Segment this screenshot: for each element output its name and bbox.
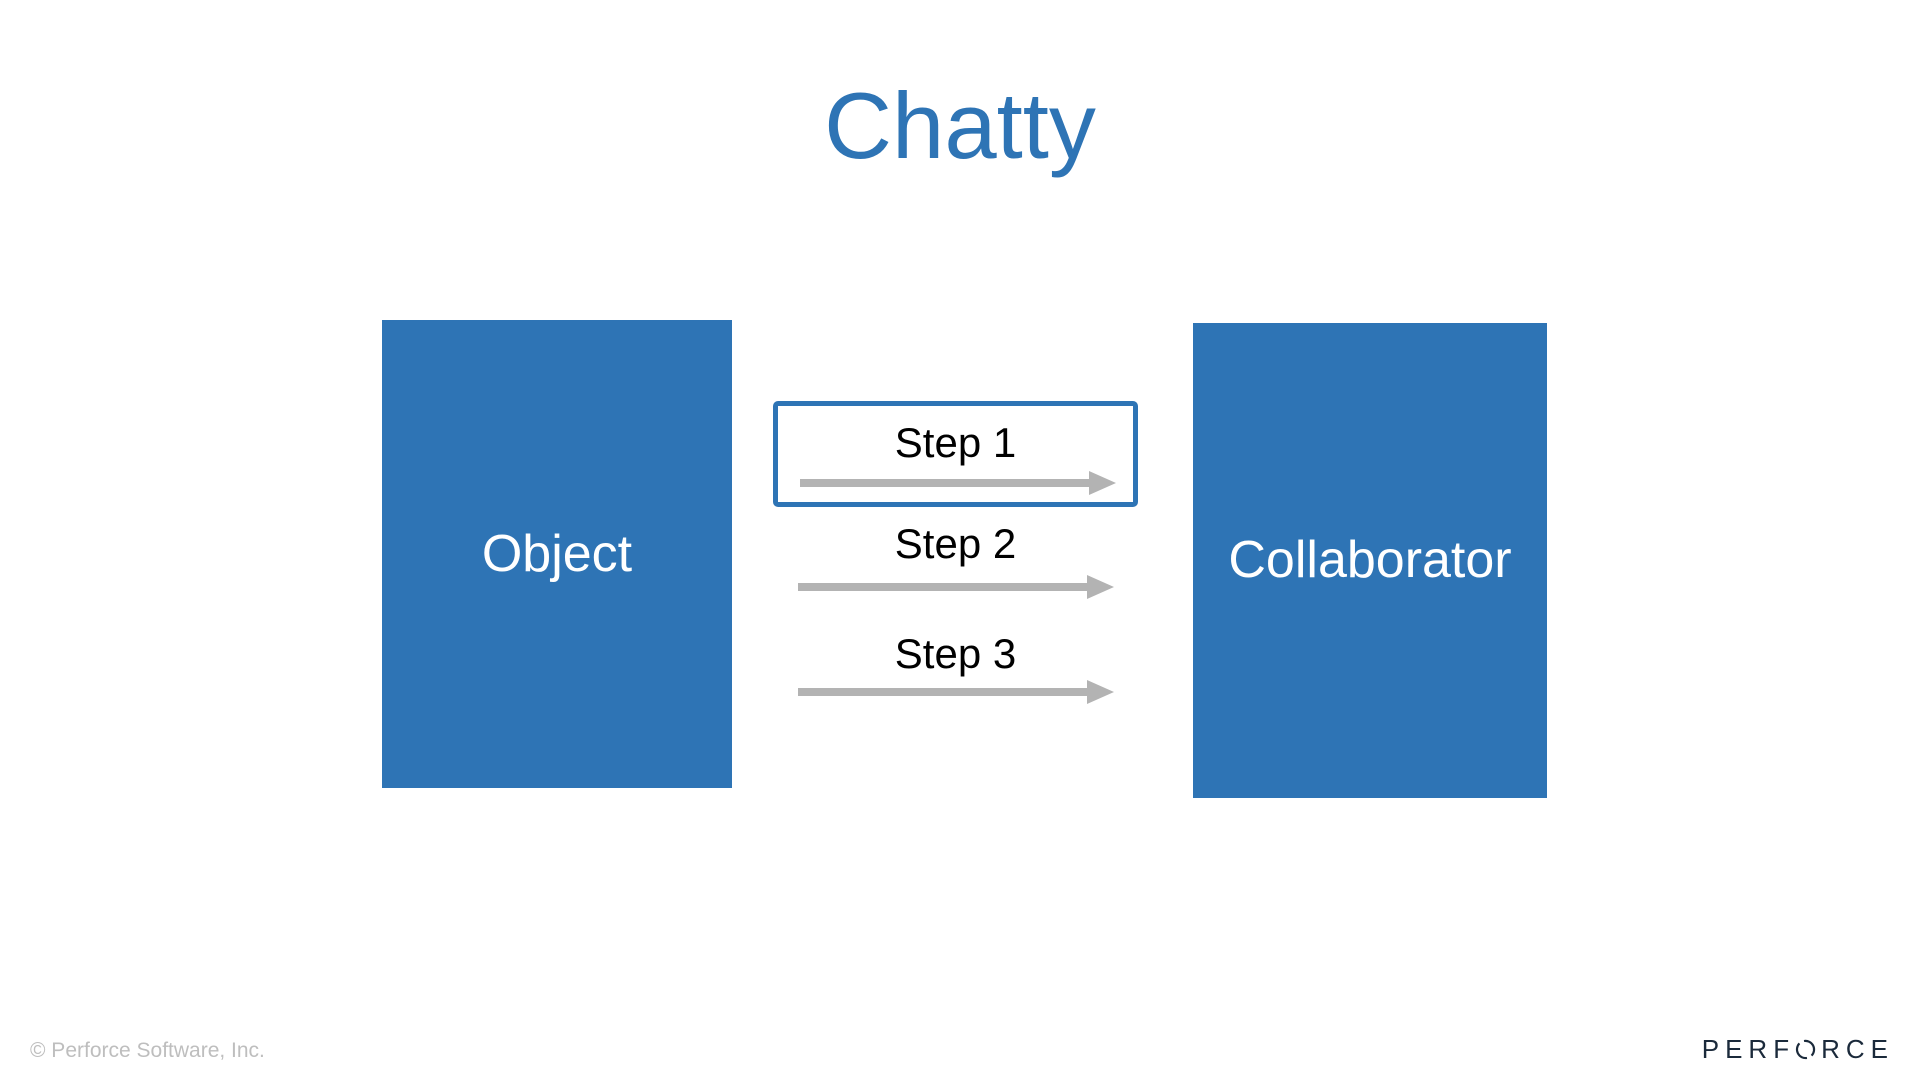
arrow-right-icon (798, 575, 1114, 599)
arrow-head (1089, 471, 1116, 495)
collaborator-box: Collaborator (1193, 323, 1547, 798)
brand-suffix: RCE (1821, 1034, 1894, 1064)
object-box: Object (382, 320, 732, 788)
arrow-head (1087, 680, 1114, 704)
perforce-logo: PERF RCE (1702, 1034, 1894, 1065)
perforce-o-icon (1796, 1039, 1816, 1060)
arrow-shaft (798, 688, 1087, 696)
step-2-label: Step 2 (894, 520, 1017, 567)
object-box-label: Object (481, 524, 633, 583)
arrow-shaft (800, 479, 1089, 487)
arrow-right-icon (800, 471, 1116, 495)
step-1-label: Step 1 (894, 419, 1017, 466)
step-1-box: Step 1 (773, 401, 1138, 507)
brand-prefix: PERF (1701, 1034, 1796, 1064)
copyright-text: © Perforce Software, Inc. (30, 1039, 265, 1062)
slide-title: Chatty (824, 73, 1096, 178)
collaborator-box-label: Collaborator (1228, 531, 1512, 590)
arrow-head (1087, 575, 1114, 599)
arrow-shaft (798, 583, 1087, 591)
step-3-label: Step 3 (894, 630, 1017, 677)
arrow-right-icon (798, 680, 1114, 704)
